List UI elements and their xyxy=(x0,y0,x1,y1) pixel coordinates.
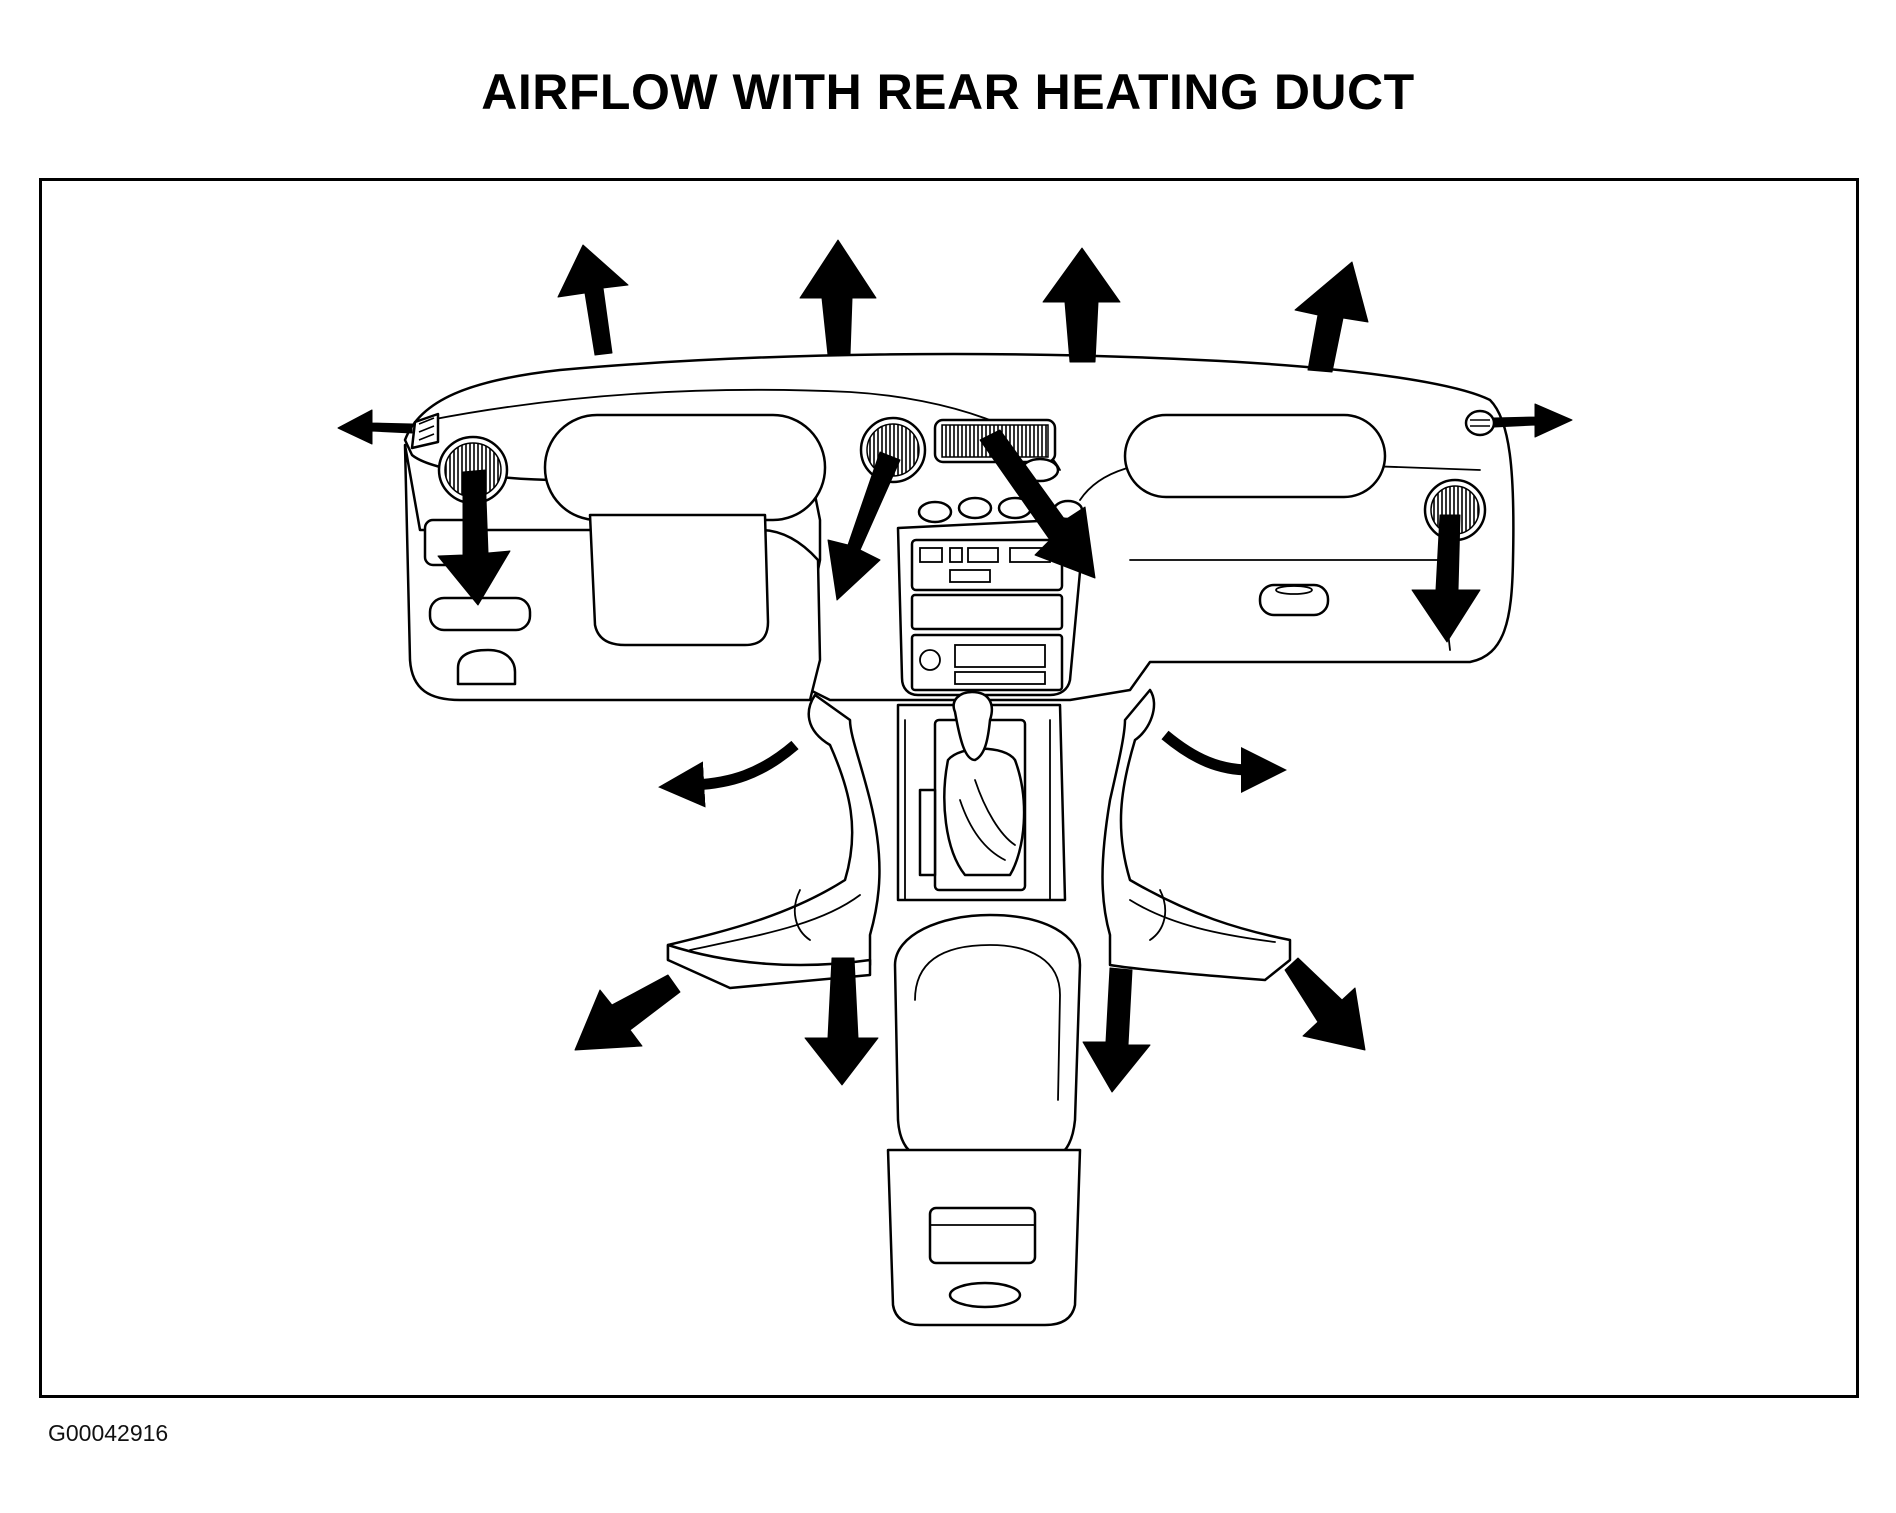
left-duct xyxy=(666,693,881,972)
arrow-down-icon xyxy=(979,429,1096,579)
instrument-cluster xyxy=(543,413,827,522)
center-console xyxy=(886,690,1082,1327)
panel-airflow-arrows xyxy=(437,429,1481,643)
arrow-down-icon xyxy=(1082,967,1151,1093)
curved-arrow-right-icon xyxy=(1161,730,1287,794)
armrest xyxy=(893,913,1082,1162)
arrow-down-icon xyxy=(437,469,511,606)
radio-display xyxy=(910,593,1064,631)
arrow-down-right-icon xyxy=(1284,957,1366,1051)
arrow-down-icon xyxy=(804,957,879,1086)
side-airflow-arrows xyxy=(337,403,1573,445)
parking-brake xyxy=(918,788,937,877)
floor-airflow-arrows xyxy=(574,730,1366,1093)
console-cupholder xyxy=(928,1206,1037,1265)
diagram-title: AIRFLOW WITH REAR HEATING DUCT xyxy=(481,64,1415,120)
arrow-right-icon xyxy=(1493,403,1573,438)
shift-knob xyxy=(952,690,994,762)
left-knee-vent xyxy=(428,596,532,632)
passenger-dash-panel xyxy=(1123,413,1387,499)
curved-arrow-left-icon xyxy=(658,740,799,808)
rear-vent-outlet xyxy=(948,1281,1022,1309)
shifter-boot xyxy=(943,747,1026,877)
right-side-defog-vent xyxy=(1464,409,1496,437)
rear-heating-duct xyxy=(666,688,1292,990)
arrow-up-icon xyxy=(1042,247,1121,363)
radio-unit xyxy=(910,633,1064,692)
defrost-airflow-arrows xyxy=(557,239,1369,373)
steering-column-cover xyxy=(588,513,770,647)
figure-id: G00042916 xyxy=(48,1420,169,1446)
arrow-left-icon xyxy=(337,409,413,445)
illustration-frame xyxy=(39,178,1859,1398)
left-lower-switch xyxy=(456,648,517,686)
arrow-up-icon xyxy=(557,244,629,356)
arrow-down-left-icon xyxy=(574,974,681,1051)
glovebox-handle xyxy=(1258,583,1330,617)
arrow-up-icon xyxy=(799,239,877,356)
arrow-down-icon xyxy=(827,451,901,601)
center-stack xyxy=(896,457,1084,697)
dash-vents xyxy=(410,409,1496,542)
arrow-up-icon xyxy=(1294,261,1369,373)
left-side-defog-vent xyxy=(410,412,440,450)
arrow-down-icon xyxy=(1411,514,1481,643)
right-duct xyxy=(1101,688,1292,982)
